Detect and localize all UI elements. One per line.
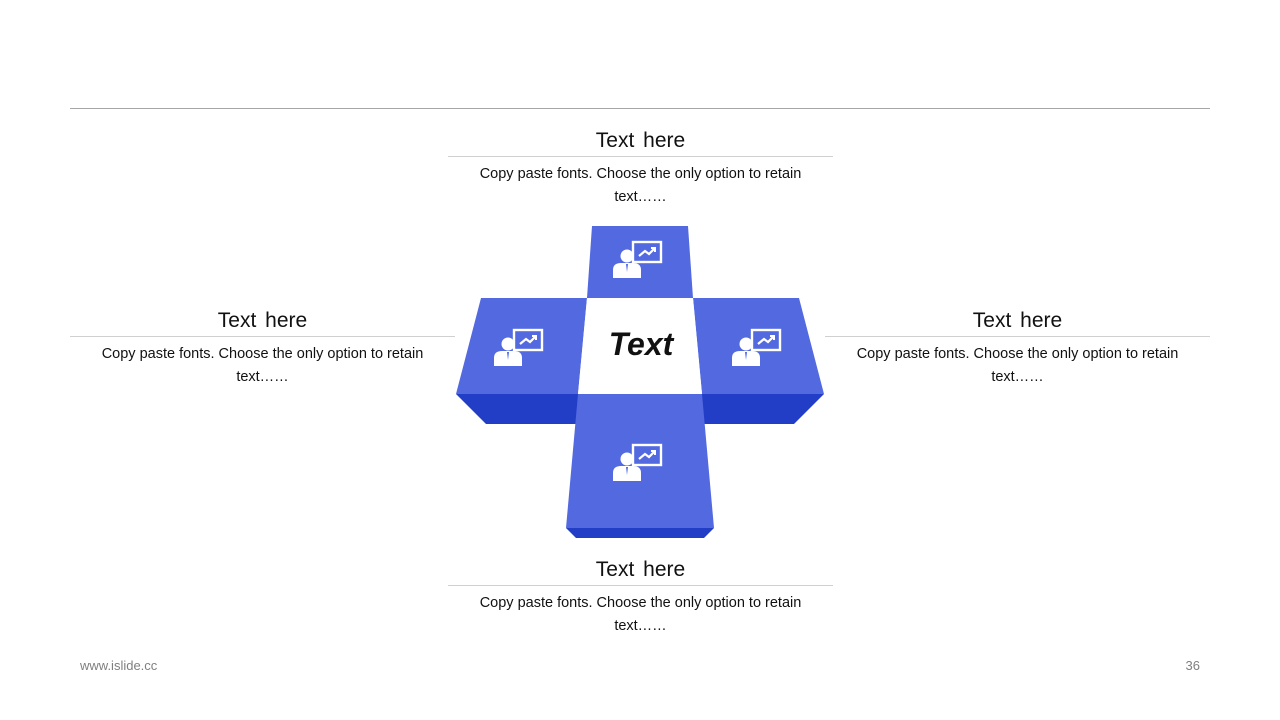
left-wing-face <box>456 298 587 394</box>
block-divider <box>448 585 833 586</box>
block-title: Text here <box>217 309 308 332</box>
block-divider <box>448 156 833 157</box>
block-description: Copy paste fonts. Choose the only option… <box>856 346 1179 385</box>
block-title: Text here <box>595 558 686 581</box>
bottom-panel-face <box>566 394 714 528</box>
block-divider <box>825 336 1210 337</box>
block-description: Copy paste fonts. Choose the only option… <box>101 346 424 385</box>
text-block-bottom: Text here Copy paste fonts. Choose the o… <box>448 557 833 638</box>
right-wing-side <box>702 394 824 424</box>
block-title: Text here <box>972 309 1063 332</box>
block-description: Copy paste fonts. Choose the only option… <box>479 166 802 205</box>
bottom-panel-side <box>566 528 714 538</box>
block-title: Text here <box>595 129 686 152</box>
block-description: Copy paste fonts. Choose the only option… <box>479 595 802 634</box>
footer-url[interactable]: www.islide.cc <box>80 658 158 673</box>
header-divider <box>70 108 1210 109</box>
left-wing-side <box>456 394 580 424</box>
center-label: Text <box>608 326 674 362</box>
center-square <box>578 298 702 394</box>
text-block-right: Text here Copy paste fonts. Choose the o… <box>825 308 1210 389</box>
right-wing-face <box>693 298 824 394</box>
text-block-left: Text here Copy paste fonts. Choose the o… <box>70 308 455 389</box>
text-block-top: Text here Copy paste fonts. Choose the o… <box>448 128 833 209</box>
page-number: 36 <box>1185 658 1200 673</box>
block-divider <box>70 336 455 337</box>
